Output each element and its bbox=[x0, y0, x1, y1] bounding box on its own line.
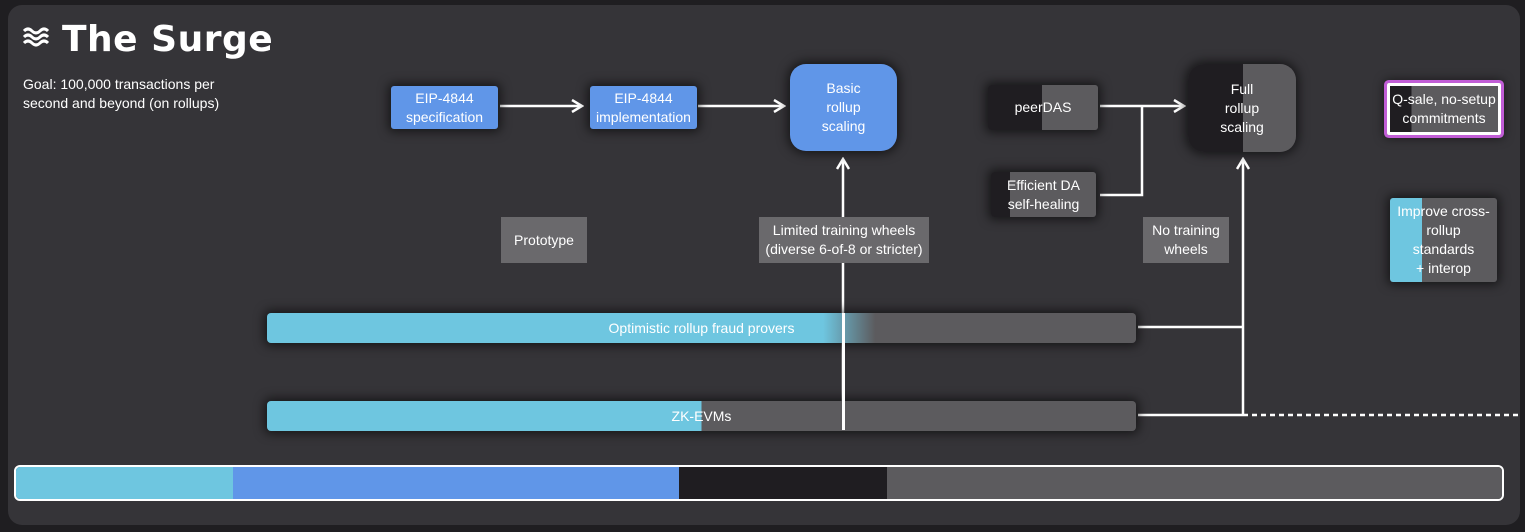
legend-segment-grey bbox=[887, 467, 1502, 499]
label-no-training-wheels: No training wheels bbox=[1143, 217, 1229, 263]
waves-icon bbox=[22, 26, 52, 53]
bar-optimistic-label: Optimistic rollup fraud provers bbox=[608, 320, 795, 336]
label-limited-training-wheels: Limited training wheels (diverse 6-of-8 … bbox=[759, 217, 929, 263]
title-group: The Surge bbox=[22, 19, 273, 60]
goal-text: Goal: 100,000 transactions per second an… bbox=[23, 76, 220, 111]
node-basic-rollup-scaling[interactable]: Basic rollup scaling bbox=[790, 64, 897, 151]
node-cross-rollup-standards[interactable]: Improve cross- rollup standards + intero… bbox=[1390, 198, 1497, 282]
roadmap-panel: The Surge Goal: 100,000 transactions per… bbox=[8, 5, 1520, 525]
bar-zkevms-label: ZK-EVMs bbox=[671, 408, 732, 424]
node-efficient-da[interactable]: Efficient DA self-healing bbox=[991, 172, 1096, 217]
page-title: The Surge bbox=[62, 19, 274, 60]
bar-zk-evms[interactable]: ZK-EVMs bbox=[267, 401, 1136, 431]
label-prototype: Prototype bbox=[501, 217, 587, 263]
node-qsale-commitments[interactable]: Q-sale, no-setup commitments bbox=[1387, 83, 1501, 135]
node-eip4844-spec[interactable]: EIP-4844 specification bbox=[391, 86, 498, 129]
bar-optimistic-fraud-provers[interactable]: Optimistic rollup fraud provers bbox=[267, 313, 1136, 343]
legend-segment-blue bbox=[233, 467, 679, 499]
legend-segment-dark bbox=[679, 467, 887, 499]
node-eip4844-impl[interactable]: EIP-4844 implementation bbox=[590, 86, 697, 129]
legend-segment-cyan bbox=[16, 467, 233, 499]
node-peerdas[interactable]: peerDAS bbox=[988, 85, 1098, 130]
progress-legend-bar bbox=[14, 465, 1504, 501]
node-full-rollup-scaling[interactable]: Full rollup scaling bbox=[1188, 64, 1296, 152]
progress-marker-line bbox=[842, 313, 845, 430]
line-efficient-da-join bbox=[1100, 106, 1144, 197]
